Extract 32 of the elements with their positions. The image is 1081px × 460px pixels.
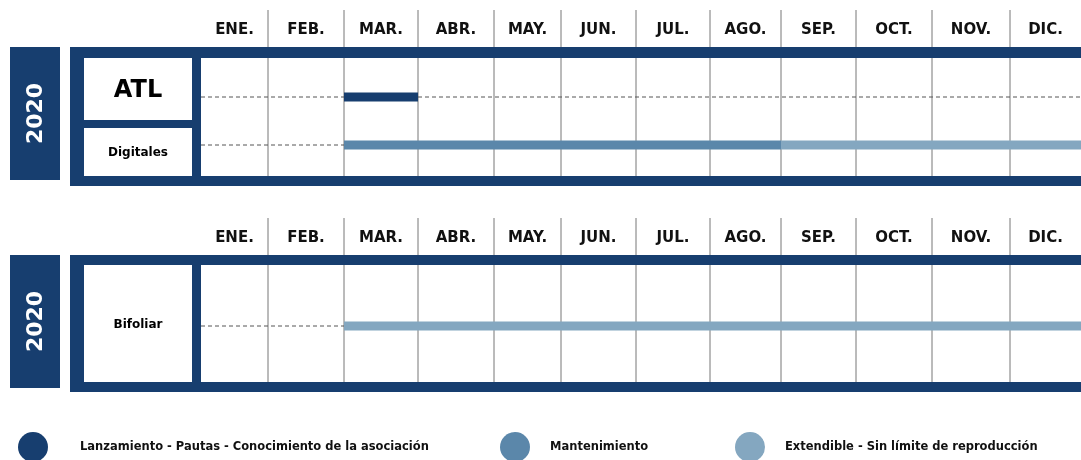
month-header: FEB. [286, 228, 326, 246]
month-header: AGO. [723, 20, 768, 38]
month-header: ABR. [434, 20, 478, 38]
month-header: JUN. [578, 228, 618, 246]
month-header: MAY. [506, 228, 549, 246]
legend-text: Extendible - Sin límite de reproducción [785, 439, 1038, 453]
month-header: SEP. [800, 228, 837, 246]
month-header: NOV. [949, 20, 993, 38]
legend-text: Mantenimiento [550, 439, 649, 453]
row-label-box: ATL [84, 58, 192, 120]
month-header: OCT. [874, 20, 914, 38]
row-label-box: Digitales [84, 128, 192, 176]
month-header: NOV. [949, 228, 993, 246]
month-header: DIC. [1027, 20, 1064, 38]
month-header: ABR. [434, 228, 478, 246]
month-header: SEP. [800, 20, 837, 38]
month-header: AGO. [723, 228, 768, 246]
month-header: OCT. [874, 228, 914, 246]
month-header: ENE. [214, 20, 255, 38]
month-header: MAR. [357, 228, 405, 246]
month-header: DIC. [1027, 228, 1064, 246]
month-header: MAR. [357, 20, 405, 38]
row-label-box: Bifoliar [84, 265, 192, 382]
legend-text: Lanzamiento - Pautas - Conocimiento de la asociación [80, 439, 429, 453]
month-header: ENE. [214, 228, 255, 246]
month-header: MAY. [506, 20, 549, 38]
month-header: JUL. [654, 20, 691, 38]
month-header: JUL. [654, 228, 691, 246]
year-banner: 2020 [10, 47, 60, 180]
year-banner: 2020 [10, 255, 60, 388]
month-header: JUN. [578, 20, 618, 38]
month-header: FEB. [286, 20, 326, 38]
